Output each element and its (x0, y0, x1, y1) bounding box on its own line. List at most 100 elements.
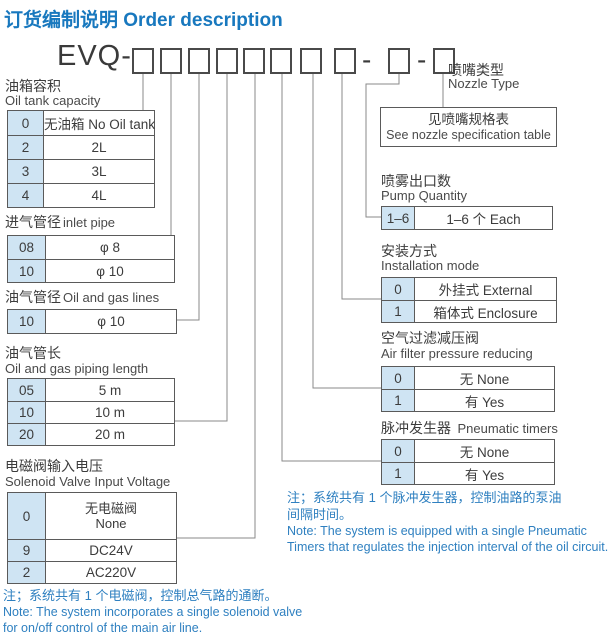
code-cell: 2 (8, 136, 44, 159)
code-cell: 08 (8, 236, 46, 259)
code-cell: 10 (8, 310, 46, 333)
table-row: 2 AC220V (8, 561, 176, 583)
desc-cell: φ 10 (96, 263, 124, 279)
desc-cell: 无电磁阀 None (46, 493, 176, 539)
code-cell: 0 (382, 367, 415, 389)
nozzle-spec-en: See nozzle specification table (386, 128, 551, 142)
code-cell: 1 (382, 463, 415, 484)
note-line: for on/off control of the main air line. (3, 621, 203, 635)
page-title: 订货编制说明 Order description (4, 10, 283, 31)
table-row: 1 有 Yes (382, 462, 554, 484)
nozzle-type-label-zh: 喷嘴类型 (448, 62, 504, 78)
note-line: 注；系统共有 1 个电磁阀，控制总气路的通断。 (3, 588, 278, 603)
note-line: 注；系统共有 1 个脉冲发生器，控制油路的泵油 (287, 490, 562, 505)
model-box-6 (270, 48, 292, 74)
solenoid-voltage-table: 0 无电磁阀 None 9 DC24V 2 AC220V (7, 492, 177, 584)
code-cell: 3 (8, 160, 44, 183)
note-line: Note: The system incorporates a single s… (3, 605, 303, 619)
desc-cell: 有 Yes (464, 394, 505, 410)
table-row: 0 无油箱 No Oil tank (8, 111, 156, 135)
code-cell: 1 (382, 301, 415, 322)
solenoid-voltage-label-en: Solenoid Valve Input Voltage (5, 474, 171, 489)
table-row: 2 2L (8, 135, 154, 159)
air-filter-label-en: Air filter pressure reducing (381, 346, 533, 361)
desc-cell: 10 m (94, 405, 125, 420)
solenoid-valve-note: 注；系统共有 1 个电磁阀，控制总气路的通断。 Note: The system… (3, 587, 302, 636)
inlet-pipe-label-en: inlet pipe (63, 215, 116, 230)
pneumatic-timers-label-en: Pneumatic timers (457, 421, 558, 436)
note-line: Note: The system is equipped with a sing… (287, 524, 587, 538)
desc-cell: 无油箱 No Oil tank (44, 117, 156, 132)
pneumatic-timers-label-zh: 脉冲发生器 (381, 420, 451, 436)
piping-length-label-zh: 油气管长 (5, 345, 61, 361)
oil-gas-lines-label-en: Oil and gas lines (63, 290, 160, 305)
nozzle-type-label-en: Nozzle Type (448, 76, 520, 91)
oil-gas-lines-table: 10 φ 10 (7, 309, 177, 334)
code-cell: 1 (382, 390, 415, 411)
pneumatic-timers-label: 脉冲发生器 Pneumatic timers (381, 418, 558, 438)
desc-cell: φ 8 (99, 240, 120, 255)
desc-cell: 5 m (98, 382, 122, 398)
desc-cell: 外挂式 External (438, 283, 533, 298)
code-cell: 1–6 (382, 207, 415, 229)
piping-length-table: 05 5 m 10 10 m 20 20 m (7, 378, 175, 446)
desc-cell: 无 None (459, 372, 510, 387)
note-line: 间隔时间。 (287, 507, 353, 522)
model-box-8 (334, 48, 356, 74)
desc-cell: 3L (91, 164, 107, 179)
installation-mode-label-zh: 安装方式 (381, 243, 437, 259)
table-row: 4 4L (8, 183, 154, 207)
code-cell: 05 (8, 379, 46, 401)
table-row: 0 无 None (382, 440, 554, 462)
code-cell: 10 (8, 260, 46, 282)
pneumatic-timer-note: 注；系统共有 1 个脉冲发生器，控制油路的泵油 间隔时间。 Note: The … (287, 489, 608, 555)
table-row: 9 DC24V (8, 539, 176, 561)
model-box-7 (300, 48, 322, 74)
table-row: 10 φ 10 (8, 259, 174, 282)
table-row: 10 φ 10 (8, 310, 176, 333)
model-separator-1: - (362, 44, 372, 75)
oil-tank-capacity-table: 0 无油箱 No Oil tank 2 2L 3 3L 4 4L (7, 110, 155, 208)
desc-cell: 无 None (459, 445, 510, 460)
model-box-10 (433, 48, 455, 74)
desc-cell: 有 Yes (464, 467, 505, 483)
table-row: 05 5 m (8, 379, 174, 401)
desc-cell: 箱体式 Enclosure (433, 305, 538, 321)
desc-cell: AC220V (85, 565, 137, 580)
installation-mode-label-en: Installation mode (381, 258, 480, 273)
pneumatic-timers-table: 0 无 None 1 有 Yes (381, 439, 555, 485)
piping-length-label-en: Oil and gas piping length (5, 361, 149, 376)
desc-line-zh: 无电磁阀 (84, 501, 137, 516)
table-row: 0 无电磁阀 None (8, 493, 176, 539)
table-row: 1–6 1–6 个 Each (382, 207, 552, 229)
code-cell: 2 (8, 562, 46, 583)
model-box-3 (188, 48, 210, 74)
desc-cell: 20 m (94, 427, 125, 442)
code-cell: 0 (8, 111, 44, 135)
pump-quantity-label-zh: 喷雾出口数 (381, 173, 451, 189)
code-cell: 4 (8, 184, 44, 207)
pump-quantity-table: 1–6 1–6 个 Each (381, 206, 553, 230)
code-cell: 10 (8, 402, 46, 423)
installation-mode-table: 0 外挂式 External 1 箱体式 Enclosure (381, 277, 557, 323)
model-box-2 (160, 48, 182, 74)
nozzle-spec-zh: 见喷嘴规格表 (428, 112, 509, 127)
table-row: 1 有 Yes (382, 389, 554, 411)
code-cell: 0 (382, 278, 415, 300)
code-cell: 9 (8, 540, 46, 561)
pump-quantity-label-en: Pump Quantity (381, 188, 467, 203)
solenoid-voltage-label-zh: 电磁阀输入电压 (5, 458, 103, 474)
table-row: 0 外挂式 External (382, 278, 556, 300)
desc-cell: 1–6 个 Each (446, 212, 521, 227)
desc-cell: 2L (91, 140, 107, 155)
code-cell: 20 (8, 424, 46, 445)
oil-gas-lines-label-zh: 油气管径 (5, 289, 61, 305)
table-row: 20 20 m (8, 423, 174, 445)
nozzle-spec-box: 见喷嘴规格表 See nozzle specification table (380, 107, 557, 147)
model-box-9 (388, 48, 410, 74)
table-row: 0 无 None (382, 367, 554, 389)
table-row: 10 10 m (8, 401, 174, 423)
